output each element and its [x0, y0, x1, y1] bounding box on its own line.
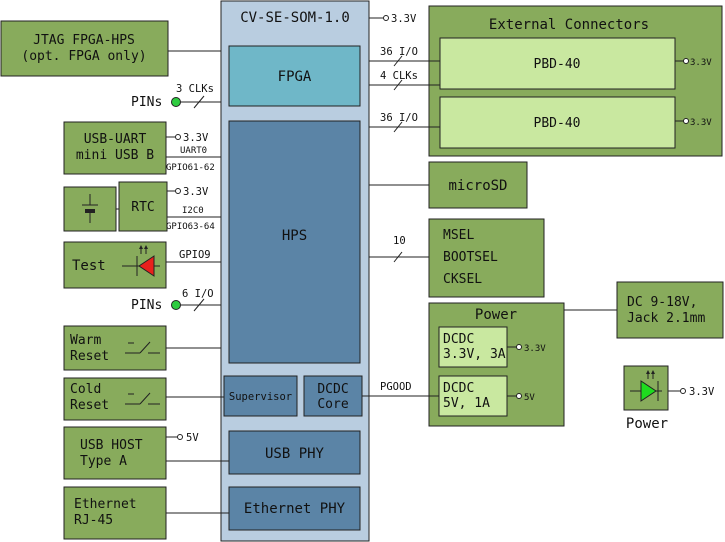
som-title: CV-SE-SOM-1.0 — [240, 10, 350, 26]
hps-block — [228, 120, 361, 364]
clks-4-label: 4 CLKs — [380, 70, 418, 82]
pbd40-bottom-label: PBD-40 — [534, 116, 581, 131]
power-led-supply: 3.3V — [689, 386, 715, 398]
usb-uart-label-2: mini USB B — [76, 148, 154, 163]
microsd-box — [428, 161, 528, 209]
cksel-label: CKSEL — [443, 272, 482, 287]
dc-input-box — [616, 281, 724, 339]
pbd40-top — [439, 37, 676, 90]
dcdc-5v-block — [438, 375, 508, 417]
power-led-label: Power — [626, 416, 668, 432]
led-green-icon — [630, 370, 662, 402]
ethernet-box — [63, 486, 167, 540]
eth-phy-label: Ethernet PHY — [244, 501, 346, 517]
cold-reset-box — [63, 377, 167, 421]
usb-uart-supply: 3.3V — [183, 132, 209, 144]
io-36a-label: 36 I/O — [380, 46, 418, 58]
i2c0-label: I2C0 — [182, 206, 204, 216]
pbd40-top-label: PBD-40 — [534, 57, 581, 72]
io-36b-label: 36 I/O — [380, 112, 418, 124]
fpga-label: FPGA — [278, 69, 312, 85]
usb-phy-label: USB PHY — [265, 446, 325, 462]
usb-phy-block — [228, 430, 361, 475]
pbd40-bottom — [439, 96, 676, 149]
power-title: Power — [475, 307, 517, 323]
bus-10-label: 10 — [393, 235, 406, 247]
dcdc-core-label-1: DCDC — [317, 382, 348, 397]
test-label: Test — [72, 258, 106, 274]
usb-uart-box — [63, 121, 167, 175]
dcdc-3v3-label-1: DCDC — [443, 332, 474, 347]
warm-reset-box — [63, 325, 167, 371]
dcdc-5v-label-2: 5V, 1A — [443, 396, 490, 411]
warm-reset-label-1: Warm — [70, 333, 101, 348]
ethernet-label-2: RJ-45 — [74, 513, 113, 528]
bootsel-label: BOOTSEL — [443, 250, 498, 265]
fpga-block — [228, 45, 361, 107]
microsd-label: microSD — [448, 178, 507, 194]
dcdc-3v3-out: 3.3V — [524, 344, 546, 354]
pins-top-terminal — [171, 97, 181, 107]
rtc-box — [118, 181, 168, 232]
dc-input-label-2: Jack 2.1mm — [627, 311, 705, 326]
uart0-label: UART0 — [180, 146, 207, 156]
usb-uart-label-1: USB-UART — [84, 132, 147, 147]
cold-reset-label-1: Cold — [70, 382, 101, 397]
switch-icon — [125, 392, 160, 405]
io-6-label: 6 I/O — [182, 288, 214, 300]
som-supply-label: 3.3V — [391, 13, 417, 25]
usb-host-supply: 5V — [186, 432, 199, 444]
msel-box — [428, 218, 545, 298]
usb-host-box — [63, 426, 167, 480]
pins-top-label: PINs — [131, 95, 162, 110]
gpio61-label: GPIO61-62 — [166, 163, 215, 173]
switch-icon — [125, 341, 160, 354]
dcdc-core-label-2: Core — [317, 397, 348, 412]
jtag-label-2: (opt. FPGA only) — [21, 49, 146, 64]
som-supply-terminal — [383, 15, 389, 21]
hps-label: HPS — [282, 228, 307, 244]
dcdc-3v3-block — [438, 326, 508, 368]
pins-bottom-label: PINs — [131, 298, 162, 313]
dcdc-5v-out: 5V — [524, 393, 535, 403]
msel-label: MSEL — [443, 228, 474, 243]
supervisor-label: Supervisor — [229, 391, 292, 403]
rtc-label: RTC — [131, 200, 154, 215]
supervisor-block — [223, 375, 298, 417]
dcdc-3v3-label-2: 3.3V, 3A — [443, 347, 506, 362]
pins-bottom-terminal — [171, 300, 181, 310]
dcdc-5v-label-1: DCDC — [443, 381, 474, 396]
pbd40-bottom-supply: 3.3V — [690, 118, 712, 128]
usb-host-label-2: Type A — [80, 454, 127, 469]
clks-3-label: 3 CLKs — [176, 83, 214, 95]
jtag-label-1: JTAG FPGA-HPS — [33, 33, 135, 48]
cold-reset-label-2: Reset — [70, 398, 109, 413]
led-red-icon — [122, 245, 160, 277]
rtc-supply: 3.3V — [183, 186, 209, 198]
pbd40-top-supply: 3.3V — [690, 58, 712, 68]
ethernet-label-1: Ethernet — [74, 497, 137, 512]
gpio9-label: GPIO9 — [179, 249, 211, 261]
dc-input-label-1: DC 9-18V, — [627, 295, 697, 310]
external-connectors-title: External Connectors — [489, 17, 649, 33]
warm-reset-label-2: Reset — [70, 349, 109, 364]
gpio63-label: GPIO63-64 — [166, 222, 215, 232]
jtag-box — [0, 20, 169, 77]
eth-phy-block — [228, 486, 361, 531]
usb-host-label-1: USB HOST — [80, 438, 143, 453]
pgood-label: PGOOD — [380, 381, 412, 393]
